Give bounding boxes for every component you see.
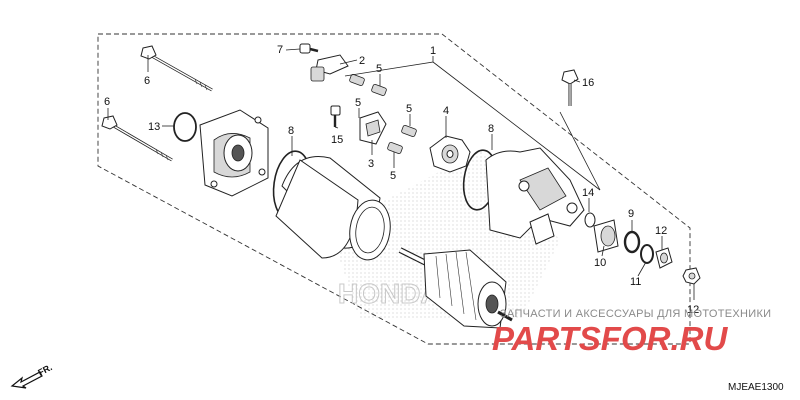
watermark-brand: HONDA: [338, 278, 441, 309]
leader-lines: [107, 48, 695, 300]
callout-11: 11: [630, 276, 641, 288]
seal-10: [593, 219, 619, 253]
nut-12-lower: [682, 267, 701, 285]
o-ring-13: [173, 112, 197, 142]
watermark-logo: PARTSFOR.RU: [492, 320, 728, 357]
bolt-15: [330, 105, 341, 127]
brush-plate-4: [429, 135, 471, 173]
callout-12b: 12: [687, 304, 699, 316]
watermark-tagline: ЗАПЧАСТИ И АКСЕССУАРЫ ДЛЯ МОТОТЕХНИКИ: [500, 308, 771, 320]
bolt-long-upper: [140, 45, 213, 92]
terminal-2: [310, 54, 349, 82]
bolt-long-lower: [101, 115, 173, 162]
callout-2: 2: [359, 55, 365, 67]
callout-10: 10: [594, 257, 606, 269]
springs-5: [349, 74, 417, 154]
callout-13: 13: [148, 121, 160, 133]
screw-7: [299, 43, 319, 54]
callout-6a: 6: [144, 75, 150, 87]
callout-9: 9: [628, 208, 634, 220]
washer-11: [640, 244, 654, 264]
front-housing: [485, 147, 585, 245]
callout-5c: 5: [406, 103, 412, 115]
callout-1: 1: [430, 45, 436, 57]
callout-15: 15: [331, 134, 343, 146]
bolt-16: [561, 69, 579, 106]
brush-holder-3: [359, 111, 387, 145]
callout-7: 7: [277, 44, 283, 56]
callout-3: 3: [368, 158, 374, 170]
front-direction-label: FR.: [36, 362, 53, 378]
assembly-boundary: [97, 33, 691, 345]
diagram-code: MJEAE1300: [728, 382, 784, 393]
front-direction-arrow: FR.: [10, 362, 54, 389]
callout-16: 16: [582, 77, 594, 89]
nut-12-upper: [655, 247, 673, 269]
callout-5d: 5: [390, 170, 396, 182]
callout-6b: 6: [104, 96, 110, 108]
callout-5a: 5: [376, 63, 382, 75]
motor-yoke: [275, 156, 391, 261]
callout-8a: 8: [288, 125, 294, 137]
callout-8b: 8: [488, 123, 494, 135]
callout-4: 4: [443, 105, 449, 117]
callout-labels: 1 2 3 4 5 5 5 5 6 6 7 8 8 9 10 11 12 12 …: [104, 44, 699, 316]
callout-14: 14: [582, 187, 594, 199]
ring-9: [623, 230, 641, 254]
callout-5b: 5: [355, 97, 361, 109]
callout-12a: 12: [655, 225, 667, 237]
rear-cover: [199, 109, 269, 197]
washer-14: [584, 212, 596, 228]
armature: [398, 247, 513, 329]
